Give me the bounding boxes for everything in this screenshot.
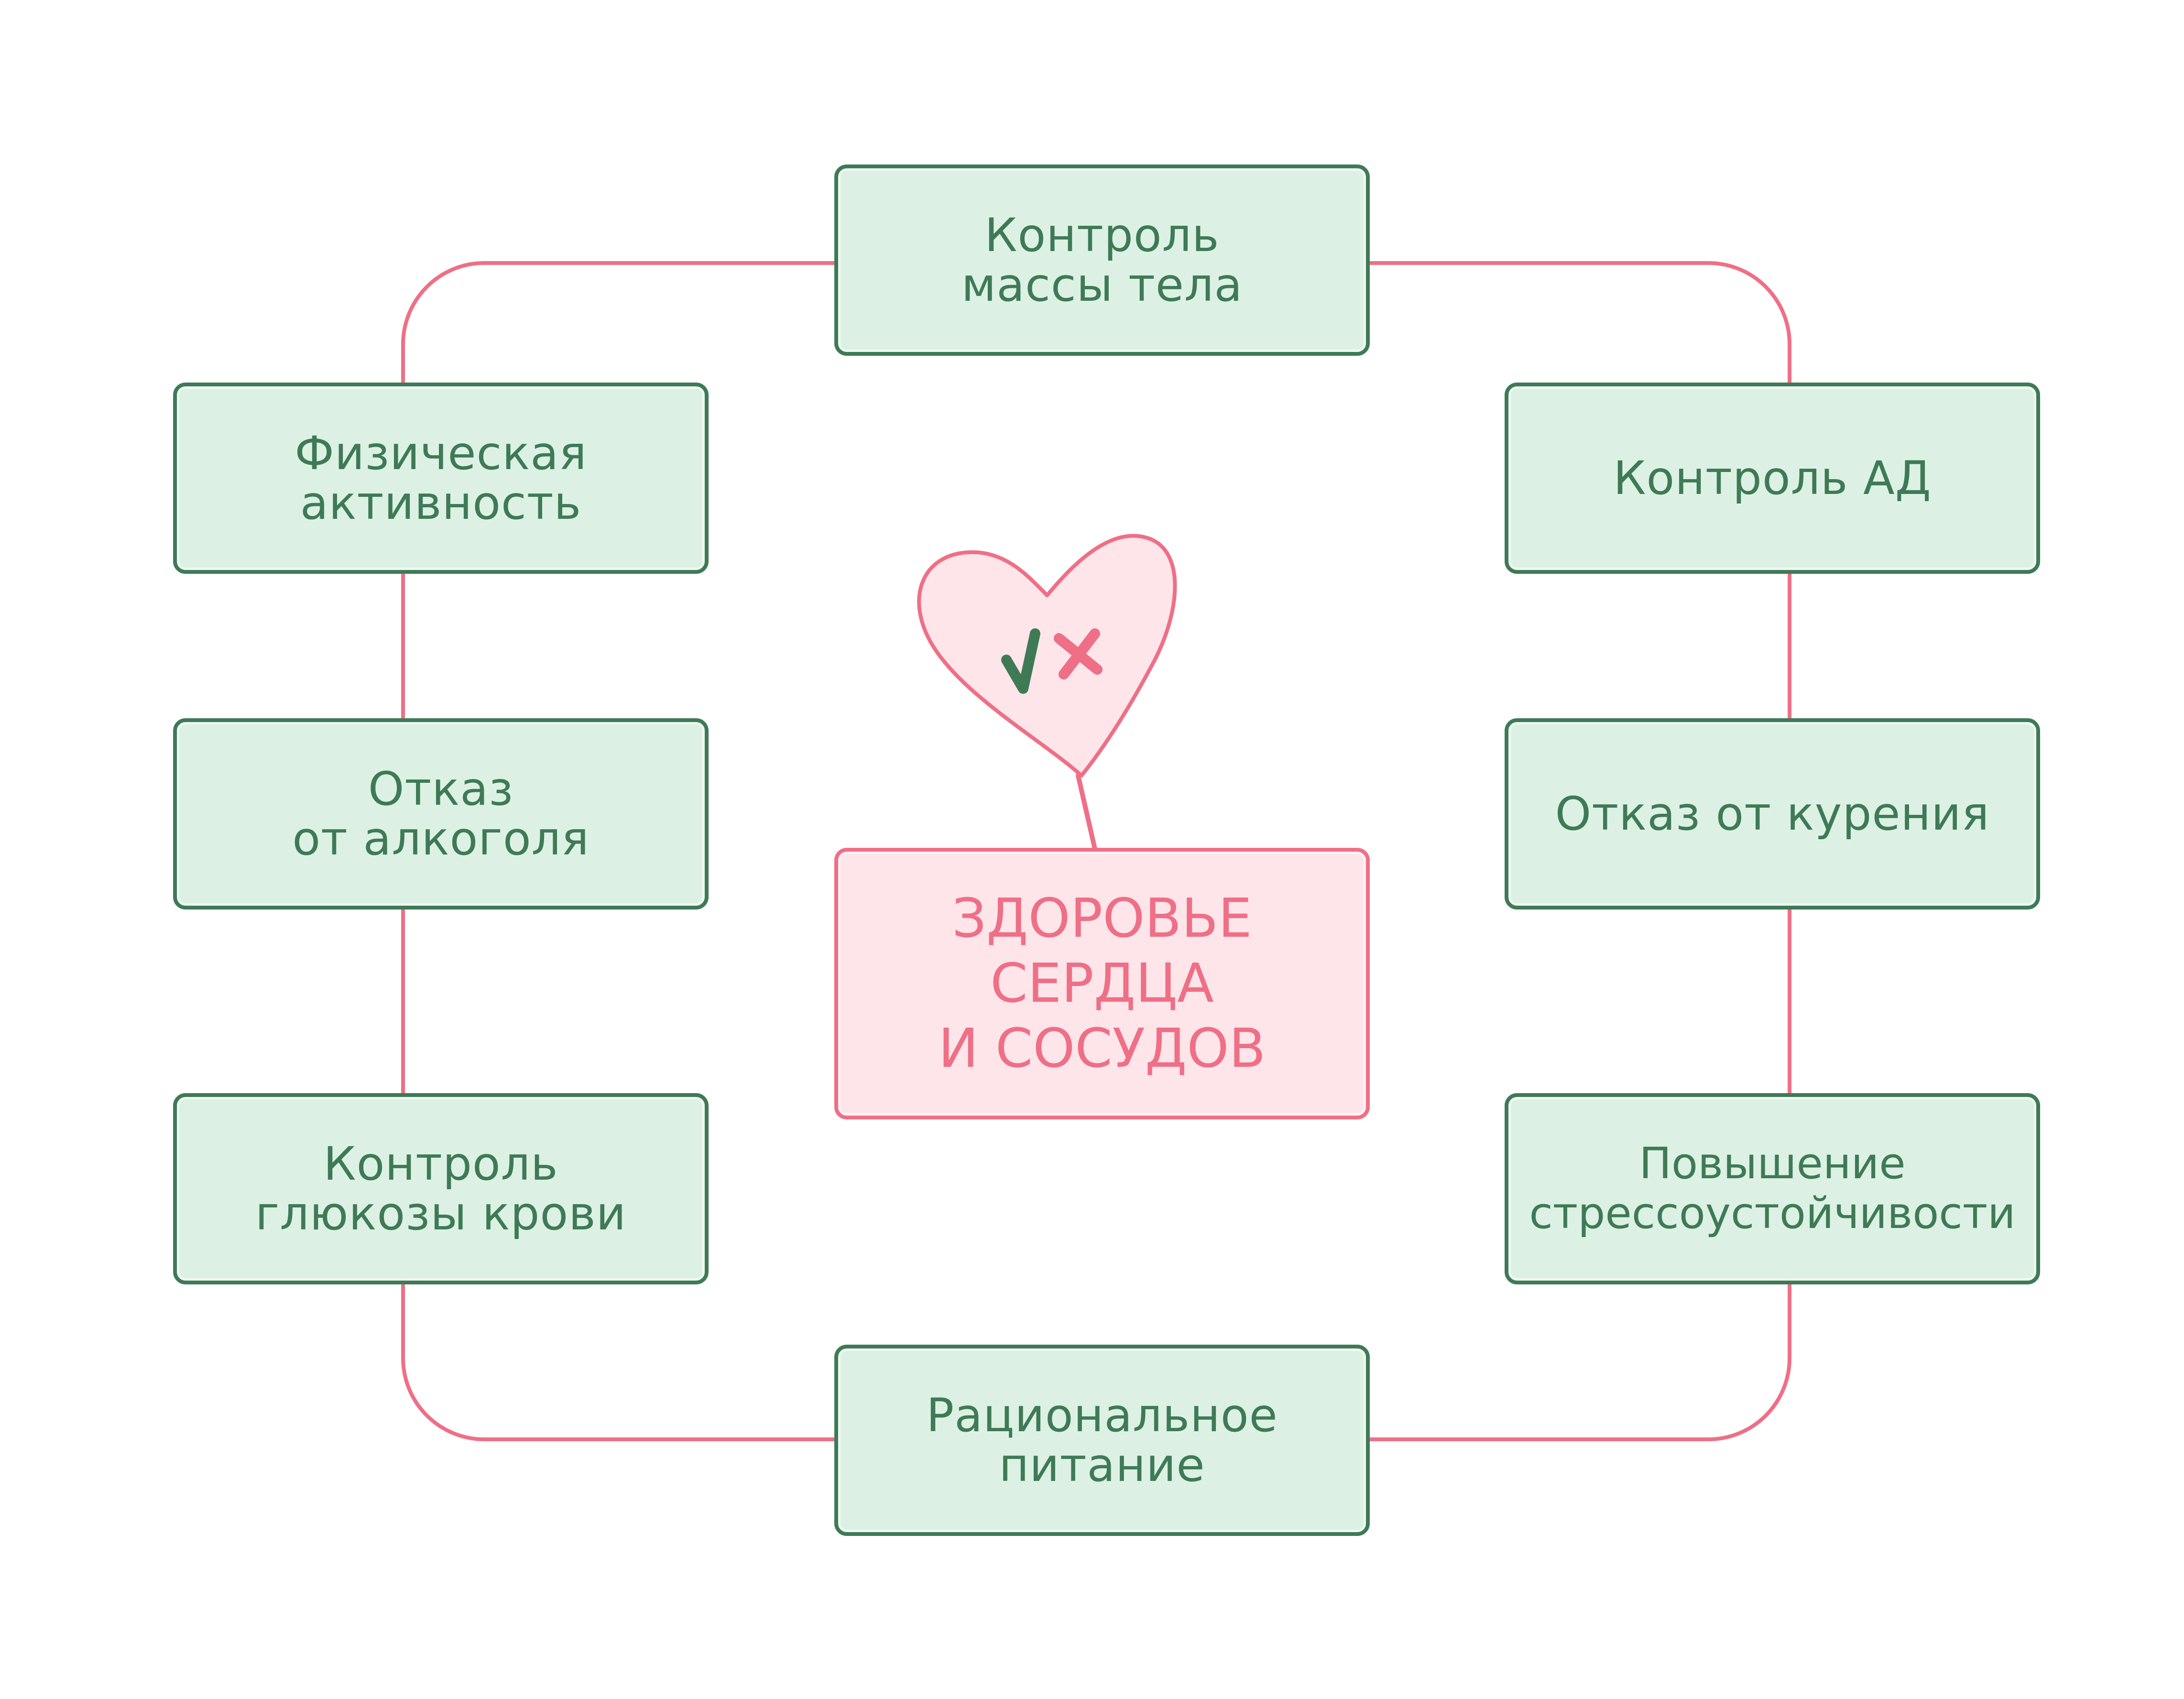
node-quit-smoking: Отказ от курения bbox=[1505, 718, 2040, 910]
node-label: Отказ от алкоголя bbox=[292, 762, 590, 866]
node-label: Контроль глюкозы крови bbox=[255, 1137, 627, 1240]
node-label: Рациональное питание bbox=[926, 1389, 1278, 1492]
cross-icon bbox=[1054, 628, 1103, 680]
heart-stem bbox=[1076, 773, 1097, 851]
node-label: Контроль массы тела bbox=[961, 208, 1243, 312]
heart-icon bbox=[917, 534, 1177, 778]
node-quit-alcohol: Отказ от алкоголя bbox=[173, 718, 709, 910]
node-stress-resilience: Повышение стрессоустойчивости bbox=[1505, 1093, 2040, 1284]
node-weight-control: Контроль массы тела bbox=[834, 164, 1370, 356]
node-nutrition: Рациональное питание bbox=[834, 1345, 1370, 1536]
node-label: Повышение стрессоустойчивости bbox=[1529, 1139, 2016, 1239]
node-blood-pressure-control: Контроль АД bbox=[1505, 383, 2040, 574]
center-node-heart-health: ЗДОРОВЬЕ СЕРДЦА И СОСУДОВ bbox=[834, 848, 1370, 1119]
node-label: Физическая активность bbox=[295, 427, 587, 530]
check-icon bbox=[1001, 628, 1040, 694]
node-glucose-control: Контроль глюкозы крови bbox=[173, 1093, 709, 1284]
node-label: Контроль АД bbox=[1613, 451, 1932, 505]
node-physical-activity: Физическая активность bbox=[173, 383, 709, 574]
center-label: ЗДОРОВЬЕ СЕРДЦА И СОСУДОВ bbox=[938, 888, 1266, 1080]
node-label: Отказ от курения bbox=[1555, 787, 1990, 841]
